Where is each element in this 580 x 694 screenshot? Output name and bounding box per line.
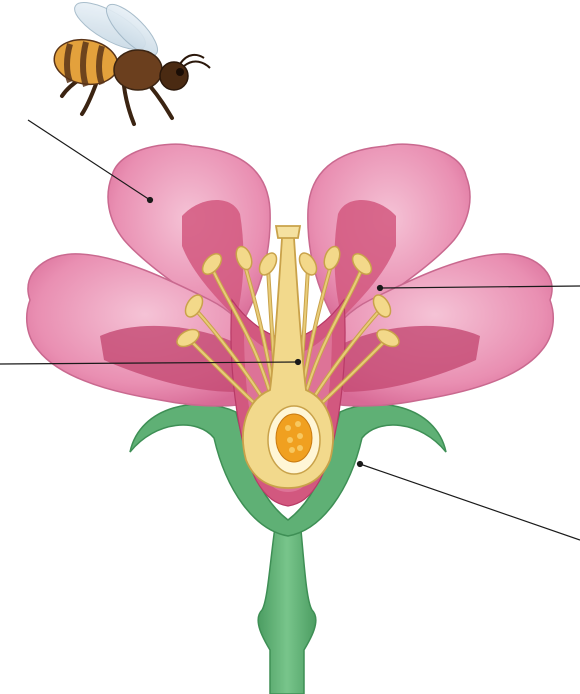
ovary [268,406,320,474]
bee-legs [62,78,172,124]
bee-antenna [184,62,210,68]
stem [258,520,316,694]
bee-illustration [51,0,210,124]
leader-line-sepal [360,464,580,540]
bee-thorax [114,50,162,90]
stigma [276,226,300,238]
bee-head [160,62,188,90]
